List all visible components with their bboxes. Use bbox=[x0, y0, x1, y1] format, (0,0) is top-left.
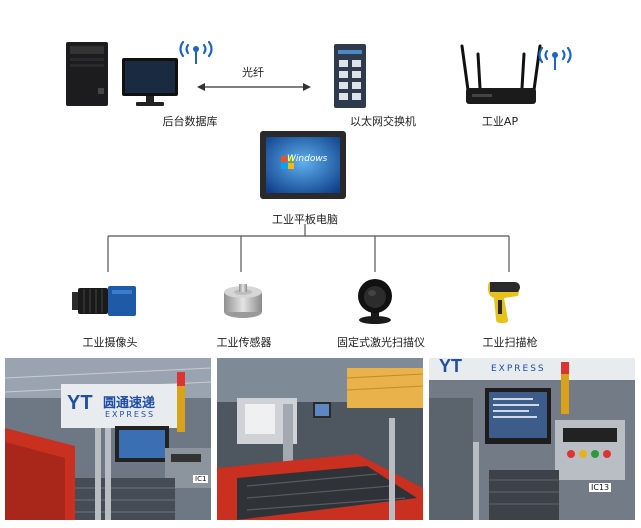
brand-cn: 圆通速递 bbox=[103, 396, 156, 411]
industrial-ap-router bbox=[458, 40, 544, 108]
barcode-scan-gun bbox=[484, 278, 524, 324]
label-fiber: 光纤 bbox=[242, 66, 264, 79]
database-computer bbox=[62, 38, 182, 110]
site-photo-3: YT EXPRESS IC13 bbox=[429, 358, 635, 520]
industrial-tablet bbox=[259, 130, 347, 200]
label-tablet: 工业平板电脑 bbox=[272, 213, 338, 226]
label-laser-scanner: 固定式激光扫描仪 bbox=[337, 336, 425, 349]
ethernet-switch bbox=[330, 42, 370, 110]
device-tag-left: IC1 bbox=[193, 475, 209, 483]
fixed-laser-scanner bbox=[354, 276, 396, 324]
brand-en: EXPRESS bbox=[105, 410, 156, 419]
label-scan-gun: 工业扫描枪 bbox=[482, 336, 538, 349]
brand-en: EXPRESS bbox=[491, 364, 546, 374]
label-switch: 以太网交换机 bbox=[350, 115, 416, 128]
wifi-icon bbox=[177, 30, 215, 66]
brand-logo: YT bbox=[439, 358, 463, 376]
industrial-camera bbox=[72, 282, 138, 318]
windows-wordmark: Windows bbox=[287, 154, 328, 164]
fiber-link-arrow bbox=[197, 78, 311, 91]
wifi-icon bbox=[536, 36, 574, 72]
label-sensor: 工业传感器 bbox=[216, 336, 272, 349]
site-photo-1: YT 圆通速递 EXPRESS IC1 bbox=[5, 358, 211, 520]
device-tag-right: IC13 bbox=[589, 483, 612, 492]
industrial-sensor bbox=[222, 282, 264, 320]
site-photo-2 bbox=[217, 358, 423, 520]
brand-logo: YT bbox=[67, 392, 93, 414]
label-camera: 工业摄像头 bbox=[82, 336, 138, 349]
label-database: 后台数据库 bbox=[162, 115, 218, 128]
label-ap: 工业AP bbox=[481, 115, 519, 128]
